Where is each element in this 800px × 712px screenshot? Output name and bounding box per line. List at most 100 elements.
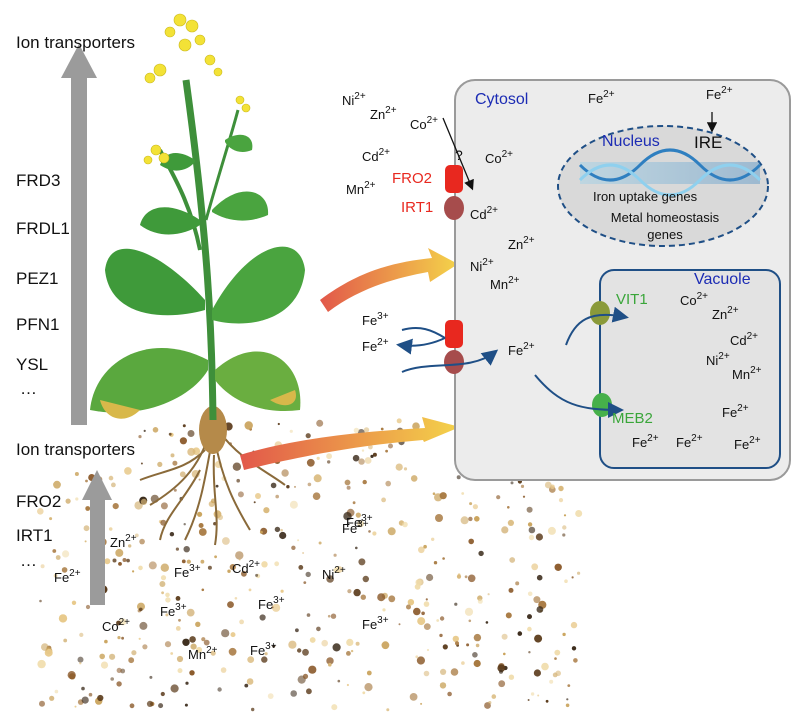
ion-symbol: Mn — [732, 367, 751, 382]
dna-helix-icon — [578, 148, 762, 197]
soil-particle — [541, 662, 549, 671]
soil-particle — [366, 670, 372, 676]
soil-particle — [326, 453, 332, 460]
soil-particle — [567, 684, 571, 687]
soil-particle — [67, 671, 76, 680]
ion-symbol: Mn — [490, 277, 509, 292]
soil-particle — [203, 639, 210, 646]
soil-particle — [450, 668, 459, 676]
soil-particle — [222, 537, 230, 545]
soil-particle — [118, 562, 122, 566]
soil-particle — [398, 623, 401, 626]
soil-particle — [210, 650, 216, 656]
soil-particle — [138, 565, 143, 571]
soil-particle — [178, 618, 181, 622]
soil-particle — [264, 652, 268, 656]
ion-soil-fe3-e: Fe3+ — [250, 642, 277, 658]
soil-particle — [182, 638, 190, 646]
ion-symbol: Zn — [370, 107, 386, 122]
soil-particle — [413, 607, 421, 616]
soil-particle — [577, 571, 581, 575]
soil-particle — [395, 463, 403, 471]
soil-particle — [49, 695, 55, 701]
ion-soil-fe3-b: Fe3+ — [342, 520, 369, 536]
soil-particle — [313, 474, 322, 483]
soil-particle — [280, 528, 283, 532]
ion-charge: 2+ — [737, 403, 749, 414]
root-crown — [199, 406, 227, 454]
soil-particle — [565, 703, 570, 708]
ion-cyt-fe-mid: Fe2+ — [508, 342, 535, 358]
soil-particle — [122, 558, 127, 562]
soil-particle — [410, 475, 418, 482]
soil-particle — [436, 619, 440, 622]
soil-particle — [547, 526, 556, 535]
soil-particle — [409, 693, 418, 701]
ion-vac-fe3: Fe2+ — [676, 434, 703, 450]
soil-particle — [403, 467, 408, 471]
ion-ext-fe2: Fe2+ — [362, 338, 389, 354]
soil-particle — [333, 553, 337, 557]
soil-particle — [148, 561, 157, 570]
soil-particle — [330, 613, 337, 619]
ion-symbol: Fe — [508, 343, 524, 358]
ion-soil-ni: Ni2+ — [322, 566, 346, 582]
soil-particle — [71, 600, 77, 605]
soil-particle — [117, 636, 121, 640]
soil-particle — [85, 604, 91, 610]
transporter-fro2-root: FRO2 — [16, 492, 62, 511]
soil-particle — [138, 435, 142, 439]
ion-charge: 2+ — [118, 617, 131, 628]
soil-particle — [165, 613, 169, 617]
soil-particle — [131, 650, 137, 656]
soil-particle — [396, 418, 402, 424]
irt1-label: IRT1 — [401, 199, 434, 216]
irt1-transporter-top — [444, 196, 464, 220]
ion-symbol: Zn — [110, 535, 126, 550]
ion-ext-cd: Cd2+ — [362, 148, 390, 164]
soil-particle — [326, 657, 334, 665]
soil-particle — [175, 596, 181, 601]
soil-particle — [385, 480, 392, 487]
ion-vac-fe4: Fe2+ — [734, 436, 761, 452]
soil-particle — [534, 634, 543, 643]
soil-particle — [121, 636, 124, 640]
soil-particle — [426, 573, 434, 582]
soil-particle — [347, 589, 352, 594]
soil-particle — [116, 620, 121, 626]
ion-charge: 2+ — [746, 331, 759, 342]
ion-soil-fe3-c: Fe3+ — [160, 603, 187, 619]
soil-particle — [355, 546, 358, 550]
soil-particle — [381, 497, 386, 503]
soil-particle — [128, 544, 132, 548]
ion-symbol: Zn — [712, 307, 728, 322]
soil-particle — [352, 501, 356, 505]
soil-particle — [149, 675, 153, 679]
soil-particle — [173, 488, 177, 492]
soil-particle — [306, 613, 311, 617]
ion-symbol: Zn — [508, 237, 524, 252]
soil-particle — [217, 687, 222, 692]
ion-soil-co: Co2+ — [102, 617, 131, 634]
soil-particle — [421, 611, 425, 616]
soil-particle — [554, 563, 562, 571]
soil-particle — [302, 552, 305, 554]
soil-particle — [485, 621, 489, 624]
meb2-arrow — [534, 374, 624, 418]
soil-particle — [316, 626, 321, 632]
soil-particle — [402, 521, 408, 528]
ion-symbol: Fe — [342, 521, 358, 536]
ion-symbol: Ni — [342, 93, 355, 108]
soil-particle — [454, 602, 458, 606]
soil-particle — [261, 561, 268, 568]
soil-particle — [545, 699, 549, 703]
soil-particle — [536, 606, 544, 613]
soil-particle — [159, 581, 166, 587]
vacuole — [599, 269, 781, 469]
soil-particle — [461, 492, 465, 495]
soil-particle — [280, 589, 284, 593]
soil-particle — [468, 516, 473, 522]
soil-particle — [79, 632, 84, 638]
soil-particle — [530, 692, 535, 696]
soil-particle — [469, 502, 473, 506]
